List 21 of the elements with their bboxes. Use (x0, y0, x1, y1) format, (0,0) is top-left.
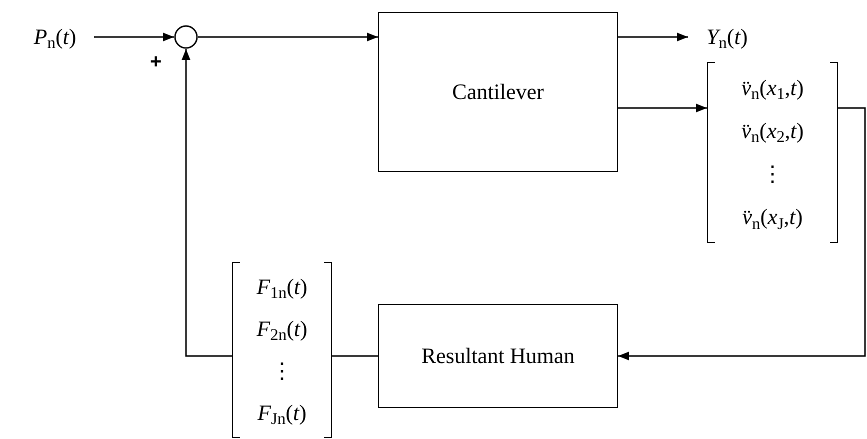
math-expression: F$_{2n}$(t) (256, 315, 308, 343)
math-expression: v̈$_{n}$(x$_{J}$,t) (742, 203, 803, 232)
math-expression: Y$_{n}$(t) (706, 23, 748, 51)
math-expression: F$_{1n}$(t) (256, 273, 308, 301)
math-expression: ⋮ (271, 357, 293, 385)
block (378, 12, 618, 172)
arrow (618, 107, 866, 360)
arrow (618, 104, 707, 112)
math-expression: F$_{Jn}$(t) (258, 399, 306, 427)
math-expression: v̈$_{n}$(x$_{2}$,t) (741, 116, 804, 145)
block-label: Cantilever (451, 78, 545, 106)
block-label: Resultant Human (420, 342, 576, 370)
arrow (182, 49, 232, 357)
sign-label: + (150, 52, 162, 72)
arrow (198, 32, 378, 42)
math-expression: ⋮ (762, 160, 784, 188)
math-expression: P$_{n}$(t) (34, 23, 76, 51)
block (378, 304, 618, 408)
arrow (94, 32, 174, 42)
math-expression: v̈$_{n}$(x$_{1}$,t) (741, 74, 804, 102)
arrow (618, 32, 688, 42)
